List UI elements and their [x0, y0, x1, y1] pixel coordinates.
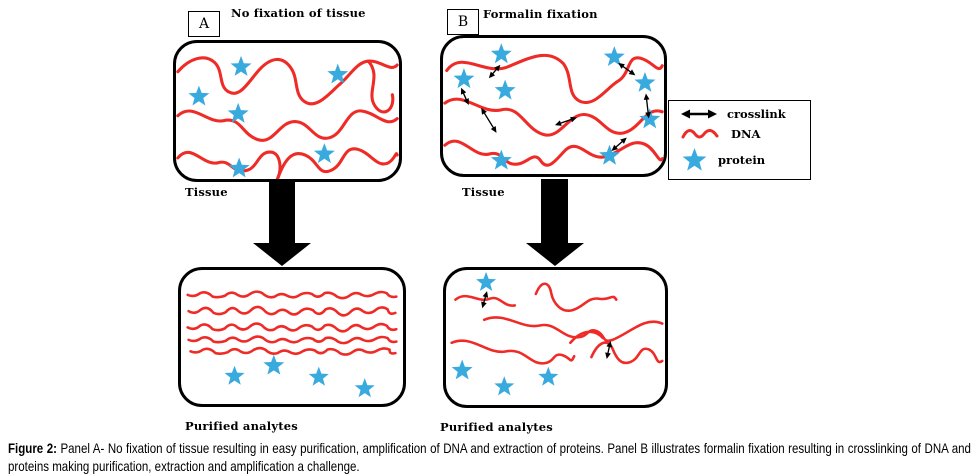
dna-strand	[176, 56, 399, 106]
dna-strand	[275, 147, 399, 179]
panel-a-letter: A	[198, 16, 210, 32]
figure-caption-label: Figure 2:	[8, 440, 57, 456]
protein-icon	[490, 149, 512, 170]
crosslink-arrowhead-icon	[481, 107, 487, 115]
dna-strand	[366, 59, 395, 114]
dna-strand	[569, 330, 605, 345]
panel-b-purified-box	[443, 267, 668, 408]
protein-icon	[494, 376, 515, 396]
crosslink-arrowhead-icon	[611, 144, 619, 152]
legend-label-crosslink: crosslink	[727, 107, 786, 121]
protein-icon	[224, 365, 245, 385]
dna-strand	[534, 282, 618, 312]
dna-strand	[454, 294, 517, 307]
crosslink-arrow	[482, 110, 496, 130]
legend-label-dna: DNA	[731, 127, 761, 141]
panel-a-down-arrow-shaft	[269, 181, 295, 244]
protein-icon	[188, 85, 210, 106]
panel-b-letter: B	[457, 14, 469, 30]
dna-strand	[187, 305, 397, 317]
panel-a-purified-art	[186, 290, 398, 398]
crosslink-arrowhead-icon	[463, 98, 469, 106]
crosslink-arrowhead-icon	[628, 69, 636, 76]
crosslink-arrowhead-icon	[620, 137, 627, 144]
protein-icon	[476, 271, 497, 291]
dna-strand	[176, 150, 282, 179]
protein-icon	[639, 108, 661, 129]
crosslink-icon	[681, 109, 717, 119]
panel-b-down-arrow-icon	[526, 243, 584, 266]
crosslink-arrowhead-icon	[481, 301, 487, 309]
protein-icon	[453, 68, 475, 89]
crosslink-arrowhead-icon	[460, 87, 467, 95]
figure-caption-text: Panel A- No fixation of tissue resulting…	[8, 440, 971, 475]
crosslink-arrowhead-icon	[570, 116, 577, 123]
legend-item-crosslink: crosslink	[681, 107, 806, 121]
protein-icon	[227, 102, 249, 123]
protein-icon	[308, 366, 329, 386]
panel-a-letter-box: A	[188, 11, 220, 37]
dna-strand	[450, 339, 576, 365]
dna-strand	[443, 97, 664, 137]
protein-icon	[490, 43, 512, 64]
protein-icon	[327, 63, 349, 84]
dna-strand	[443, 139, 664, 167]
protein-icon	[263, 354, 285, 375]
panel-a-purified-label: Purified analytes	[185, 419, 298, 433]
panel-b-tissue-art	[443, 43, 664, 170]
protein-icon	[603, 46, 625, 67]
dna-strand	[176, 109, 399, 142]
panel-b-letter-box: B	[447, 9, 479, 35]
panel-b-purified-art	[450, 271, 664, 396]
panel-b-purified-label: Purified analytes	[440, 420, 553, 434]
panel-a-purified-box	[178, 267, 406, 407]
protein-icon	[494, 79, 516, 100]
crosslink-arrow	[645, 97, 650, 115]
panel-b-title: Formalin fixation	[483, 7, 598, 21]
crosslink-arrowhead-icon	[645, 111, 651, 119]
crosslink-arrowhead-icon	[643, 93, 650, 101]
protein-icon	[599, 144, 621, 165]
crosslink-arrowhead-icon	[488, 71, 496, 79]
dna-strand	[186, 290, 398, 300]
crosslink-arrowhead-icon	[482, 291, 489, 298]
figure-caption: Figure 2: Panel A- No fixation of tissue…	[8, 439, 971, 476]
dna-strand	[590, 341, 664, 365]
dna-strand	[187, 335, 398, 345]
protein-icon	[354, 378, 375, 398]
protein-icon	[451, 359, 473, 380]
crosslink-arrowhead-icon	[494, 64, 501, 72]
legend-item-protein: protein	[681, 147, 806, 173]
protein-icon	[682, 148, 707, 171]
panel-b-tissue-box	[440, 35, 667, 177]
protein-icon	[634, 72, 656, 92]
protein-icon	[228, 157, 250, 178]
panel-a-tissue-label: Tissue	[185, 185, 228, 199]
crosslink-arrowhead-icon	[618, 62, 625, 69]
panel-b-down-arrow-shaft	[541, 179, 568, 244]
panel-a-title: No fixation of tissue	[231, 6, 366, 20]
panel-b-tissue-label: Tissue	[462, 185, 505, 199]
panel-a-down-arrow-icon	[253, 243, 311, 266]
protein-icon	[313, 143, 335, 164]
dna-strand	[445, 53, 664, 105]
legend-item-dna: DNA	[681, 125, 806, 143]
crosslink-arrow	[558, 118, 574, 125]
dna-icon	[681, 129, 719, 139]
protein-icon	[538, 366, 559, 386]
crosslink-arrowhead-icon	[605, 352, 611, 360]
panel-a-tissue-box	[173, 40, 402, 182]
protein-icon	[230, 55, 252, 76]
dna-strand	[189, 346, 397, 356]
crosslink-arrowhead-icon	[554, 120, 562, 126]
dna-strand	[482, 316, 664, 343]
dna-strand	[186, 322, 398, 333]
crosslink-arrowhead-icon	[490, 126, 497, 133]
panel-a-tissue-art	[176, 55, 399, 179]
crosslink-arrowhead-icon	[606, 340, 613, 348]
legend: crosslink DNA protein	[668, 100, 811, 180]
legend-label-protein: protein	[718, 153, 766, 167]
